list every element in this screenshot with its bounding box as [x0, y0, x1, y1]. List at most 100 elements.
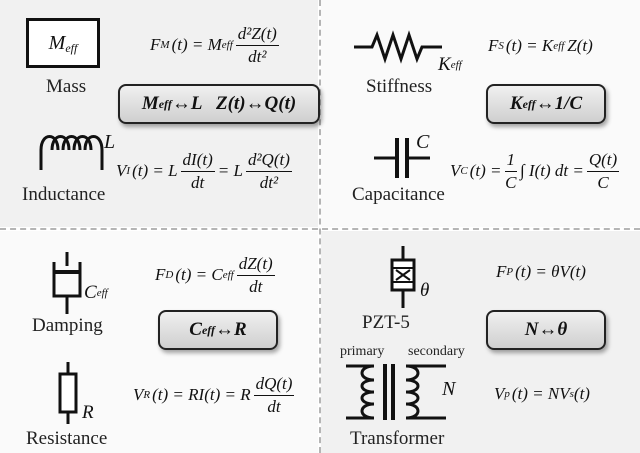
- transformer-label: Transformer: [350, 428, 445, 449]
- eq-denominator: C: [597, 172, 609, 192]
- eq-denominator: dt: [191, 172, 205, 192]
- relation-sub: eff: [201, 322, 216, 337]
- relation-term: C: [189, 319, 202, 340]
- eq-denominator: dt: [249, 276, 263, 296]
- relation-rest: ↔R: [215, 319, 247, 340]
- inductance-label: Inductance: [22, 184, 106, 205]
- damper-icon: [52, 252, 82, 314]
- damping-label: Damping: [32, 315, 103, 336]
- relation-rest: ↔1/C: [535, 93, 583, 114]
- eq-sub: S: [498, 40, 504, 52]
- spring-icon: [354, 30, 442, 64]
- resistor-icon: [58, 362, 78, 424]
- eq-sub: eff: [450, 59, 462, 71]
- eq-sub: P: [506, 266, 514, 278]
- eq-fraction: Q(t)C: [586, 150, 620, 192]
- resistor-symbol: R: [82, 402, 94, 423]
- eq-term: V: [494, 384, 505, 403]
- eq-fraction: dQ(t)dt: [253, 374, 295, 416]
- eq-term: (t) = NV: [511, 384, 570, 403]
- eq-denominator: C: [505, 172, 517, 192]
- eq-sub: D: [165, 269, 174, 282]
- inductor-icon: [39, 135, 104, 170]
- resistance-label: Resistance: [26, 428, 108, 449]
- relation-transformer-pzt: N↔θ: [486, 310, 606, 350]
- vertical-divider: [319, 0, 321, 453]
- eq-term: (t) = C: [175, 265, 223, 285]
- relation-term: N↔θ: [524, 319, 568, 340]
- eq-sub: eff: [553, 40, 565, 52]
- eq-fraction: dI(t)dt: [180, 150, 215, 192]
- relation-term: M: [141, 93, 159, 114]
- eq-sub: p: [504, 388, 510, 400]
- stiffness-label: Stiffness: [366, 76, 433, 97]
- eq-term: F: [488, 36, 499, 55]
- eq-sub: M: [160, 39, 170, 52]
- eq-numerator: 1: [504, 150, 518, 172]
- eq-sub: eff: [221, 39, 233, 52]
- eq-sub: eff: [96, 287, 108, 299]
- capacitance-label: Capacitance: [352, 184, 445, 205]
- eq-fraction: d²Z(t)dt²: [235, 24, 279, 66]
- eq-term: K: [438, 54, 451, 75]
- eq-sub: I: [126, 165, 131, 178]
- pzt-symbol: θ: [420, 280, 430, 301]
- eq-term: Z(t): [567, 36, 593, 55]
- eq-term: = L: [217, 161, 243, 181]
- secondary-label: secondary: [408, 344, 465, 359]
- mass-symbol: M: [48, 31, 66, 54]
- mass-label: Mass: [46, 76, 87, 97]
- pzt-icon: [390, 246, 416, 308]
- eq-sub: eff: [222, 269, 234, 282]
- relation-rest: ↔L Z(t)↔Q(t): [171, 93, 297, 114]
- eq-term: (t) = θV(t): [515, 262, 586, 281]
- relation-term: K: [509, 93, 523, 114]
- capacitor-icon: [374, 138, 430, 178]
- eq-term: V: [450, 161, 461, 181]
- eq-term: (t) = M: [171, 35, 222, 55]
- eq-term: F: [496, 262, 507, 281]
- eq-term: V: [116, 161, 127, 181]
- eq-denominator: dt²: [248, 46, 267, 66]
- eq-term: (t) = L: [132, 161, 178, 181]
- eq-numerator: d²Q(t): [245, 150, 292, 172]
- eq-numerator: dZ(t): [236, 254, 275, 276]
- eq-term: (t) = RI(t) = R: [152, 385, 251, 405]
- pzt-label: PZT-5: [362, 312, 410, 333]
- eq-fraction: dZ(t)dt: [236, 254, 275, 296]
- capacitor-symbol: C: [416, 131, 430, 153]
- eq-term: (t): [573, 384, 590, 403]
- eq-numerator: dQ(t): [253, 374, 295, 396]
- transformer-symbol: N: [442, 378, 456, 400]
- eq-sub: s: [569, 388, 574, 400]
- eq-numerator: d²Z(t): [235, 24, 279, 46]
- eq-term: ∫ I(t) dt =: [520, 161, 584, 181]
- eq-term: F: [155, 265, 166, 285]
- eq-denominator: dt: [267, 396, 281, 416]
- eq-term: F: [150, 35, 161, 55]
- relation-sub: eff: [158, 96, 172, 111]
- eq-term: V: [133, 385, 144, 405]
- eq-numerator: dI(t): [180, 150, 215, 172]
- eq-term: (t) =: [469, 161, 502, 181]
- eq-sub: C: [460, 165, 468, 178]
- eq-numerator: Q(t): [586, 150, 620, 172]
- inductor-symbol: L: [104, 131, 116, 153]
- primary-label: primary: [340, 344, 385, 359]
- eq-denominator: dt²: [259, 172, 279, 192]
- transformer-icon: [346, 364, 446, 420]
